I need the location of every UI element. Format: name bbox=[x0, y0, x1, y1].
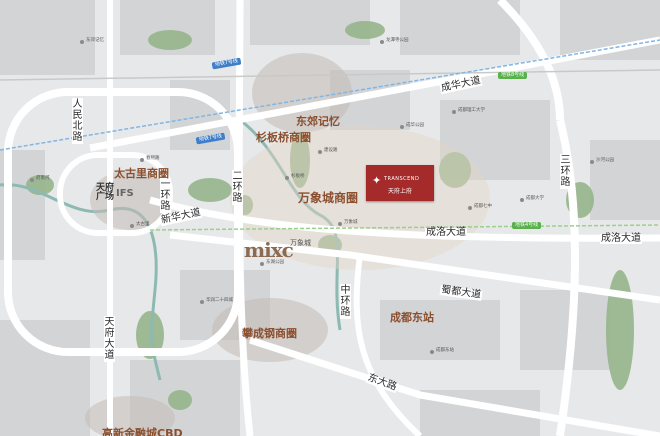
poi-dot bbox=[318, 150, 322, 154]
poi-dot bbox=[400, 125, 404, 129]
project-marker[interactable]: ✦ TRANSCEND 天府上府 bbox=[366, 165, 434, 201]
poi-dot bbox=[468, 206, 472, 210]
road-label-renmin-north: 人民北路 bbox=[72, 98, 83, 144]
metro-badge-line4: 地铁4号线 bbox=[512, 222, 542, 229]
poi-dot bbox=[430, 350, 434, 354]
road-label-sanhuan: 三环路 bbox=[560, 154, 571, 189]
poi-dot bbox=[30, 178, 34, 182]
road-label-erhuan: 二环路 bbox=[232, 170, 243, 205]
district-shuanqiao: 杉板桥商圈 bbox=[256, 131, 311, 144]
brand-mixc-cn: 万象城 bbox=[290, 239, 311, 247]
poi-label: 成都七中 bbox=[474, 204, 492, 209]
district-huacheng: 攀成钢商圈 bbox=[242, 327, 297, 340]
district-gaoxin-cbd: 高新金融城CBD bbox=[102, 427, 183, 436]
poi-label: 建设路 bbox=[324, 148, 338, 153]
road-label-chengluo: 成洛大道 bbox=[425, 227, 467, 238]
district-chengdu-east: 成都东站 bbox=[390, 311, 434, 324]
district-wanxiang: 万象城商圈 bbox=[298, 191, 359, 205]
poi-dot bbox=[80, 40, 84, 44]
poi-label: 成都东站 bbox=[436, 348, 454, 353]
district-dongjiao: 东郊记忆 bbox=[296, 115, 340, 128]
poi-label: 成都理工大学 bbox=[458, 108, 485, 113]
poi-dot bbox=[260, 262, 264, 266]
brand-mixc: mixc bbox=[244, 238, 294, 262]
poi-label: 东郊记忆 bbox=[86, 38, 104, 43]
ring-roads bbox=[4, 0, 579, 436]
metro-badge-line8: 地铁8号线 bbox=[498, 72, 528, 79]
poi-label: 太古里 bbox=[136, 222, 150, 227]
poi-dot bbox=[590, 160, 594, 164]
project-name-en: TRANSCEND bbox=[384, 176, 420, 182]
poi-dot bbox=[520, 198, 524, 202]
poi-dot bbox=[285, 176, 289, 180]
road-label-zhongyi: 中环路 bbox=[340, 284, 351, 319]
brand-ifs: IFS bbox=[116, 188, 134, 199]
poi-label: 龙潭寺公园 bbox=[386, 38, 409, 43]
poi-label: 万象城 bbox=[344, 220, 358, 225]
poi-dot bbox=[200, 300, 204, 304]
poi-label: 府南河 bbox=[36, 176, 50, 181]
poi-label: 沙河公园 bbox=[596, 158, 614, 163]
road-label-yihuan: 一环路 bbox=[160, 178, 171, 213]
poi-label: 华润二十四城 bbox=[206, 298, 233, 303]
road-label-chengluo-2: 成洛大道 bbox=[600, 233, 642, 244]
poi-label: 成华公园 bbox=[406, 123, 424, 128]
district-taiguli: 太古里商圈 bbox=[114, 167, 169, 180]
poi-label: 杉板桥 bbox=[291, 174, 305, 179]
project-name-cn: 天府上府 bbox=[388, 188, 413, 195]
poi-label: 东湖公园 bbox=[266, 260, 284, 265]
poi-dot bbox=[380, 40, 384, 44]
poi-dot bbox=[140, 158, 144, 162]
poi-label: 成都大学 bbox=[526, 196, 544, 201]
green-spaces bbox=[26, 21, 634, 410]
road-label-tianfu: 天府大道 bbox=[104, 316, 115, 362]
metro-lines bbox=[0, 39, 660, 231]
poi-label: 春熙路 bbox=[146, 156, 160, 161]
poi-dot bbox=[338, 222, 342, 226]
poi-dot bbox=[452, 110, 456, 114]
district-tianfu-square: 天府广场 bbox=[96, 183, 115, 202]
project-logo-icon: ✦ bbox=[372, 174, 382, 187]
poi-dot bbox=[130, 224, 134, 228]
